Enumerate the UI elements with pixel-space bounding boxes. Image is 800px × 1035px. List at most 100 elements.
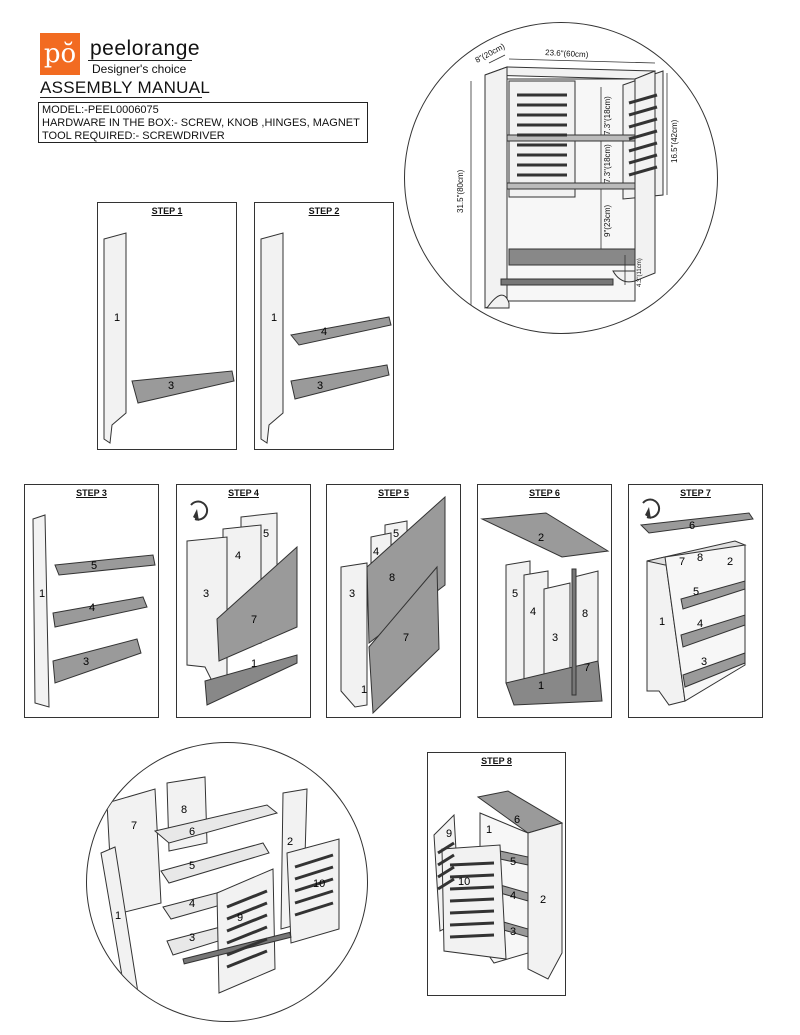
part-label-2: 2 xyxy=(727,556,733,568)
part-label-5: 5 xyxy=(91,560,97,572)
part-label-5: 5 xyxy=(693,586,699,598)
dimension-drawing: 8"(20cm) 23.6"(60cm) 31.5"(80cm) 16.5"(4… xyxy=(456,42,679,309)
part-label-1: 1 xyxy=(251,658,257,670)
dimension-depth: 8"(20cm) xyxy=(474,42,507,65)
part-label-3: 3 xyxy=(83,656,89,668)
step-4-label: STEP 4 xyxy=(228,488,259,498)
part-label-2: 2 xyxy=(540,894,546,906)
step-6-drawing: 2 5 4 3 8 7 1 xyxy=(480,512,610,706)
part-label-8: 8 xyxy=(181,804,187,816)
step-1-panel: STEP 1 1 3 xyxy=(97,202,237,450)
part-label-6: 6 xyxy=(689,520,695,532)
rotate-arrow-icon xyxy=(190,500,209,521)
part-label-4: 4 xyxy=(373,546,379,558)
part-label-7: 7 xyxy=(403,632,409,644)
part-label-4: 4 xyxy=(510,890,516,902)
part-label-1: 1 xyxy=(486,824,492,836)
dimension-rail-height: 4.3"(11cm) xyxy=(637,258,643,287)
step-7-panel: STEP 7 6 7 8 2 5 4 3 1 xyxy=(628,484,763,718)
part-label-4: 4 xyxy=(530,606,536,618)
step-8-panel: STEP 8 6 1 9 5 4 3 2 10 xyxy=(427,752,566,996)
dimension-shelf-gap-2: 7.3"(18cm) xyxy=(603,144,612,183)
part-label-3: 3 xyxy=(317,380,323,392)
step-3-drawing: 1 5 4 3 xyxy=(32,514,156,708)
exploded-parts-view: 7 8 6 5 4 3 1 2 9 10 xyxy=(86,742,368,1022)
part-label-4: 4 xyxy=(321,326,327,338)
step-5-label: STEP 5 xyxy=(378,488,409,498)
part-label-7: 7 xyxy=(584,662,590,674)
step-7-drawing: 6 7 8 2 5 4 3 1 xyxy=(639,498,754,706)
part-label-8: 8 xyxy=(582,608,588,620)
step-7-label: STEP 7 xyxy=(680,488,711,498)
part-label-5: 5 xyxy=(263,528,269,540)
part-label-8: 8 xyxy=(389,572,395,584)
dimension-shelf-gap-1: 7.3"(18cm) xyxy=(603,96,612,135)
part-label-3: 3 xyxy=(349,588,355,600)
part-label-5: 5 xyxy=(512,588,518,600)
step-2-drawing: 1 4 3 xyxy=(260,232,392,444)
part-label-6: 6 xyxy=(514,814,520,826)
part-label-3: 3 xyxy=(189,932,195,944)
step-5-drawing: 3 4 5 8 7 1 xyxy=(340,495,446,715)
exploded-drawing: 7 8 6 5 4 3 1 2 9 10 xyxy=(100,776,340,1006)
step-6-panel: STEP 6 2 5 4 3 8 7 1 xyxy=(477,484,612,718)
step-1-drawing: 1 3 xyxy=(103,232,235,444)
part-label-2: 2 xyxy=(538,532,544,544)
step-4-panel: STEP 4 3 4 5 7 1 xyxy=(176,484,311,718)
dimension-height: 31.5"(80cm) xyxy=(456,169,465,213)
brand-name: peelorange xyxy=(90,37,201,60)
part-label-10: 10 xyxy=(458,876,470,888)
rotate-arrowhead-icon xyxy=(645,507,651,519)
step-4-drawing: 3 4 5 7 1 xyxy=(186,500,298,706)
model-number: MODEL:-PEEL0006075 xyxy=(42,104,159,116)
part-label-4: 4 xyxy=(189,898,195,910)
part-label-7: 7 xyxy=(251,614,257,626)
tool-required: TOOL REQUIRED:- SCREWDRIVER xyxy=(42,130,225,142)
part-label-1: 1 xyxy=(361,684,367,696)
part-label-9: 9 xyxy=(446,828,452,840)
rotate-arrow-icon xyxy=(642,498,661,519)
brand-logo: pŏ xyxy=(40,33,80,75)
part-label-4: 4 xyxy=(697,618,703,630)
step-1-label: STEP 1 xyxy=(151,206,183,216)
part-label-10: 10 xyxy=(313,878,325,890)
part-label-1: 1 xyxy=(39,588,45,600)
product-info-box: MODEL:-PEEL0006075 HARDWARE IN THE BOX:-… xyxy=(38,102,368,143)
step-6-label: STEP 6 xyxy=(529,488,560,498)
rotate-arrowhead-icon xyxy=(193,509,199,521)
part-label-1: 1 xyxy=(115,910,121,922)
step-3-panel: STEP 3 1 5 4 3 xyxy=(24,484,159,718)
part-label-1: 1 xyxy=(538,680,544,692)
part-label-4: 4 xyxy=(235,550,241,562)
part-label-8: 8 xyxy=(697,552,703,564)
part-label-1: 1 xyxy=(659,616,665,628)
step-2-label: STEP 2 xyxy=(308,206,340,216)
step-2-panel: STEP 2 1 4 3 xyxy=(254,202,394,450)
brand-tagline: Designer's choice xyxy=(92,62,187,76)
part-label-3: 3 xyxy=(203,588,209,600)
part-label-4: 4 xyxy=(89,602,95,614)
part-label-7: 7 xyxy=(131,820,137,832)
dimension-overview: 8"(20cm) 23.6"(60cm) 31.5"(80cm) 16.5"(4… xyxy=(404,22,718,334)
part-label-1: 1 xyxy=(271,312,277,324)
dimension-open-gap: 9"(23cm) xyxy=(603,204,612,237)
part-label-3: 3 xyxy=(510,926,516,938)
step-8-label: STEP 8 xyxy=(481,756,512,766)
dimension-width: 23.6"(60cm) xyxy=(545,48,589,59)
part-label-3: 3 xyxy=(168,380,174,392)
part-label-2: 2 xyxy=(287,836,293,848)
part-label-5: 5 xyxy=(189,860,195,872)
part-label-1: 1 xyxy=(114,312,120,324)
title-underline xyxy=(40,97,202,98)
part-label-5: 5 xyxy=(393,528,399,540)
hardware-list: HARDWARE IN THE BOX:- SCREW, KNOB ,HINGE… xyxy=(42,117,360,129)
part-label-5: 5 xyxy=(510,856,516,868)
part-label-9: 9 xyxy=(237,912,243,924)
part-label-3: 3 xyxy=(701,656,707,668)
step-8-drawing: 6 1 9 5 4 3 2 10 xyxy=(433,790,564,980)
document-title: ASSEMBLY MANUAL xyxy=(40,78,211,97)
step-3-label: STEP 3 xyxy=(76,488,107,498)
part-label-7: 7 xyxy=(679,556,685,568)
dimension-cabinet-height: 16.5"(42cm) xyxy=(670,119,679,163)
brand-underline xyxy=(88,60,192,61)
